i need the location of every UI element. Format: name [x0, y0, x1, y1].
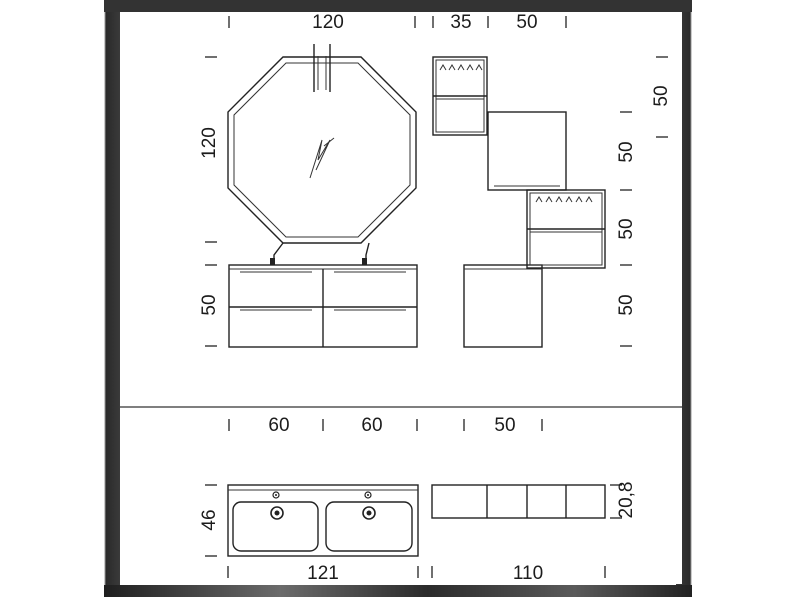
wall-shelf-lower [526, 189, 606, 269]
basin-depth-label: 46 [199, 509, 220, 530]
shelf-width-label: 50 [516, 12, 537, 33]
cabinet-width-label: 50 [494, 415, 515, 436]
unit-height-label-3: 50 [616, 218, 637, 239]
photo-frame-right [676, 0, 796, 597]
plan-view: 60 60 50 46 20,8 [199, 415, 637, 584]
elevation-view: 120 35 50 120 50 50 50 50 50 [199, 12, 672, 348]
vanity-base-cabinet [228, 264, 418, 348]
octagon-mirror [227, 44, 417, 244]
photo-frame-bottom [104, 585, 692, 597]
drawing-sheet [120, 12, 682, 584]
basin-right-width-label: 60 [361, 415, 382, 436]
shelf-depth-label: 20,8 [616, 482, 637, 519]
unit-height-label-4: 50 [616, 294, 637, 315]
side-base-cabinet [463, 264, 543, 348]
mirror-height-label: 120 [199, 127, 220, 159]
base-height-label: 50 [199, 294, 220, 315]
photo-frame-left [0, 0, 120, 597]
mirror-width-label: 120 [312, 12, 344, 33]
unit-height-label-2: 50 [616, 141, 637, 162]
faucet-right [362, 242, 370, 265]
vanity-total-width-label: 121 [307, 563, 339, 584]
basin-left-width-label: 60 [268, 415, 289, 436]
unit-height-label-1: 50 [651, 85, 672, 106]
shelf-total-width-label: 110 [513, 563, 543, 584]
shelf-plan [431, 484, 606, 519]
photo-frame-top [104, 0, 692, 12]
shelf-small-width-label: 35 [450, 12, 471, 33]
faucet-left [270, 242, 284, 265]
wall-shelf-top [432, 56, 488, 136]
double-basin-plan [227, 484, 419, 557]
